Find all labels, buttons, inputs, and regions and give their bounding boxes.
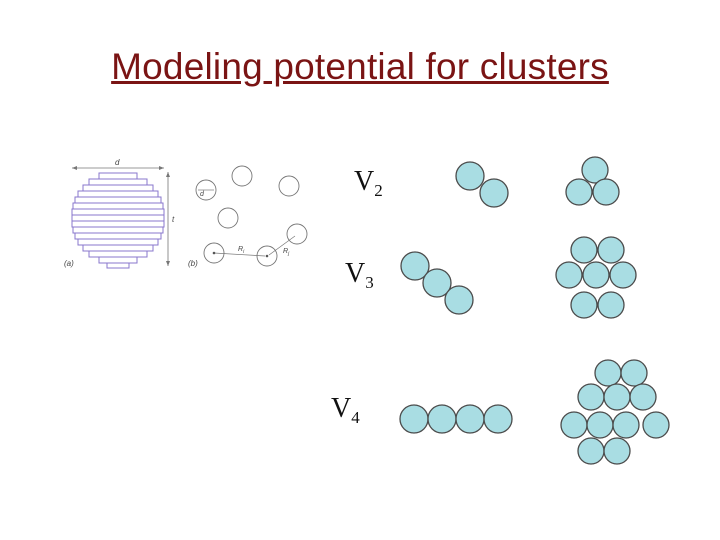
v3-compact-cluster (555, 236, 637, 319)
v3-compact-ball (555, 261, 583, 289)
v3-chain-ball (400, 251, 430, 281)
v3-chain-ball (444, 285, 474, 315)
v2-chain-ball (455, 161, 485, 191)
v3-compact-ball (597, 291, 625, 319)
v3-compact-ball (609, 261, 637, 289)
label-v2: V2 (354, 166, 383, 201)
v3-compact-ball (570, 291, 598, 319)
v3-compact-ball (570, 236, 598, 264)
v4-compact-ball (586, 411, 614, 439)
ri-label: Ri (238, 246, 245, 255)
dim-d-label: d (115, 158, 120, 167)
dim-t-label: t (172, 215, 175, 224)
v3-chain-cluster (400, 251, 474, 315)
label-v4-sub: 4 (351, 408, 360, 427)
v2-triangle-ball (592, 178, 620, 206)
v4-compact-cluster (560, 359, 670, 465)
v2-triangle-ball (565, 178, 593, 206)
label-v2-sub: 2 (374, 181, 383, 200)
panel-b-label: (b) (188, 259, 198, 268)
v4-chain-ball (483, 404, 513, 434)
v3-compact-ball (582, 261, 610, 289)
v4-chain-ball (399, 404, 429, 434)
slide-title: Modeling potential for clusters (111, 46, 609, 87)
v2-triangle-cluster (565, 156, 620, 206)
v4-chain-cluster (399, 404, 513, 434)
label-v3-base: V (345, 258, 366, 289)
v4-compact-ball (629, 383, 657, 411)
label-v4: V4 (331, 393, 360, 428)
ri-line (213, 252, 266, 257)
v3-compact-ball (597, 236, 625, 264)
label-v3-sub: 3 (365, 273, 374, 292)
label-v4-base: V (331, 393, 352, 424)
v2-chain-cluster (455, 161, 509, 208)
schematic-figure: d t (a) d Ri Rj (b) (64, 158, 308, 269)
v4-compact-ball (603, 383, 631, 411)
inner-d-label: d (200, 191, 205, 198)
v4-compact-ball (603, 437, 631, 465)
label-v3: V3 (345, 258, 374, 293)
v4-compact-ball (594, 359, 622, 387)
v2-triangle-ball (581, 156, 609, 184)
v4-compact-ball (577, 437, 605, 465)
particle-circles (195, 165, 308, 267)
rj-line (268, 235, 296, 256)
v2-chain-ball (479, 178, 509, 208)
v4-compact-ball (642, 411, 670, 439)
label-v2-base: V (354, 166, 375, 197)
panel-a-label: (a) (64, 259, 74, 268)
v4-compact-ball (620, 359, 648, 387)
v4-compact-ball (612, 411, 640, 439)
v3-chain-ball (422, 268, 452, 298)
v4-chain-ball (455, 404, 485, 434)
v4-compact-ball (560, 411, 588, 439)
v4-chain-ball (427, 404, 457, 434)
v4-compact-ball (577, 383, 605, 411)
rj-label: Rj (283, 248, 290, 257)
striped-sphere (71, 172, 165, 269)
